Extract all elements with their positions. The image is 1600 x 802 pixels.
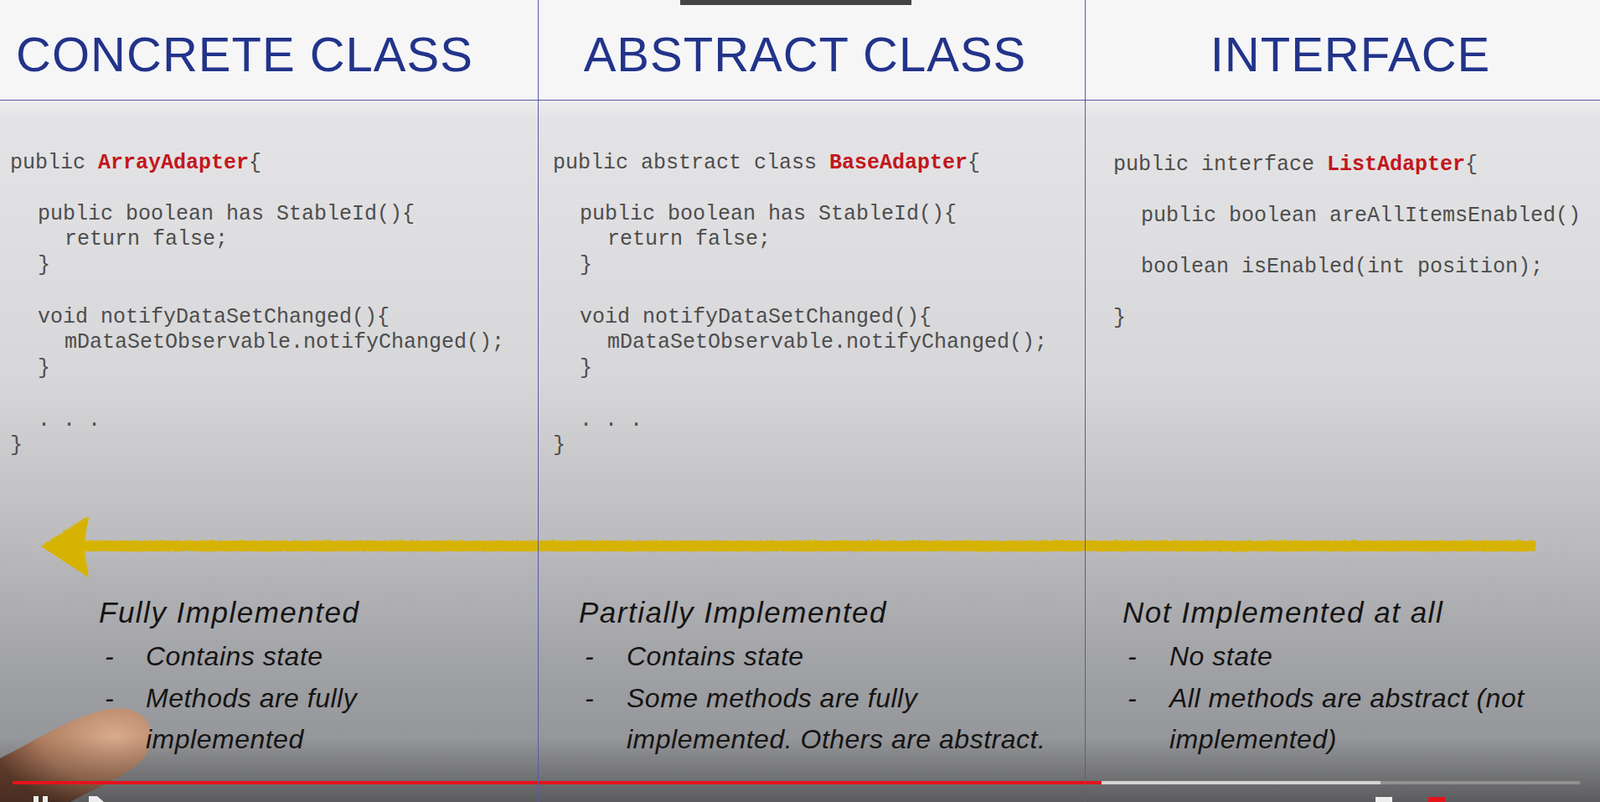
code-brace: { <box>967 150 981 176</box>
column-panel: ABSTRACT CLASS public abstract class BaseA… <box>538 0 1086 802</box>
top-bar <box>680 0 912 6</box>
column-panel: CONCRETE CLASS public ArrayAdapter{ public … <box>0 0 539 802</box>
code-line: public boolean has StableId(){ <box>579 201 957 228</box>
bullet-dash: - <box>104 677 114 719</box>
bullet-text: No state <box>1169 635 1273 677</box>
progress-track <box>12 780 1580 785</box>
section-title: Partially Implemented <box>578 593 888 631</box>
column-heading: ABSTRACT CLASS <box>583 25 1028 84</box>
bullet-dash: - <box>1127 677 1137 719</box>
code-line: public boolean areAllItemsEnabled() <box>1140 203 1581 229</box>
code-line: public interface <box>1113 152 1315 178</box>
code-line: . . . <box>37 407 101 434</box>
progress-bar <box>12 780 1102 785</box>
class-name: ListAdapter <box>1326 152 1466 178</box>
column-heading: CONCRETE CLASS <box>15 25 474 84</box>
code-line: public <box>10 150 86 176</box>
code-line: } <box>1113 305 1126 331</box>
code-line: boolean isEnabled(int position); <box>1140 254 1544 280</box>
bullet-text: All methods are abstract (not implemente… <box>1169 677 1547 760</box>
yellow-arrow <box>41 515 1536 578</box>
bullet-dash: - <box>584 677 594 719</box>
code-line: } <box>37 252 51 279</box>
section-title: Fully Implemented <box>98 593 360 631</box>
code-line: mDataSetObservable.notifyChanged(); <box>607 330 1048 356</box>
progress-buffer <box>1101 780 1381 785</box>
code-line: } <box>37 356 51 382</box>
code-line: mDataSetObservable.notifyChanged(); <box>64 330 505 356</box>
code-line: } <box>10 433 23 459</box>
header-rule <box>0 99 1600 101</box>
code-line: } <box>552 433 566 459</box>
code-line: void notifyDataSetChanged(){ <box>579 304 932 331</box>
code-line: return false; <box>64 227 228 253</box>
bullet-text: Methods are fully implemented <box>145 677 515 760</box>
bullet-dash: - <box>1127 635 1137 677</box>
code-line: return false; <box>607 227 771 253</box>
code-line: } <box>579 252 593 279</box>
section-title: Not Implemented at all <box>1122 593 1444 631</box>
column-heading: INTERFACE <box>1210 25 1492 84</box>
code-line: void notifyDataSetChanged(){ <box>37 304 390 331</box>
player-controls <box>33 795 1446 802</box>
bullet-dash: - <box>104 635 114 677</box>
code-line: public boolean has StableId(){ <box>37 201 415 228</box>
column-panel: INTERFACE public interface ListAdapter{ pub… <box>1085 0 1600 802</box>
code-brace: { <box>248 150 262 176</box>
code-brace: { <box>1465 152 1478 178</box>
bullet-text: Some methods are fully implemented. Othe… <box>626 677 1063 760</box>
header-band <box>0 0 1600 100</box>
bullet-dash: - <box>584 635 594 677</box>
class-name: BaseAdapter <box>829 150 968 176</box>
bullet-text: Contains state <box>145 635 324 677</box>
code-line: } <box>579 356 593 382</box>
code-line: public abstract class <box>552 150 817 176</box>
code-line: . . . <box>579 407 643 434</box>
bullet-text: Contains state <box>626 635 805 677</box>
class-name: ArrayAdapter <box>98 150 249 176</box>
